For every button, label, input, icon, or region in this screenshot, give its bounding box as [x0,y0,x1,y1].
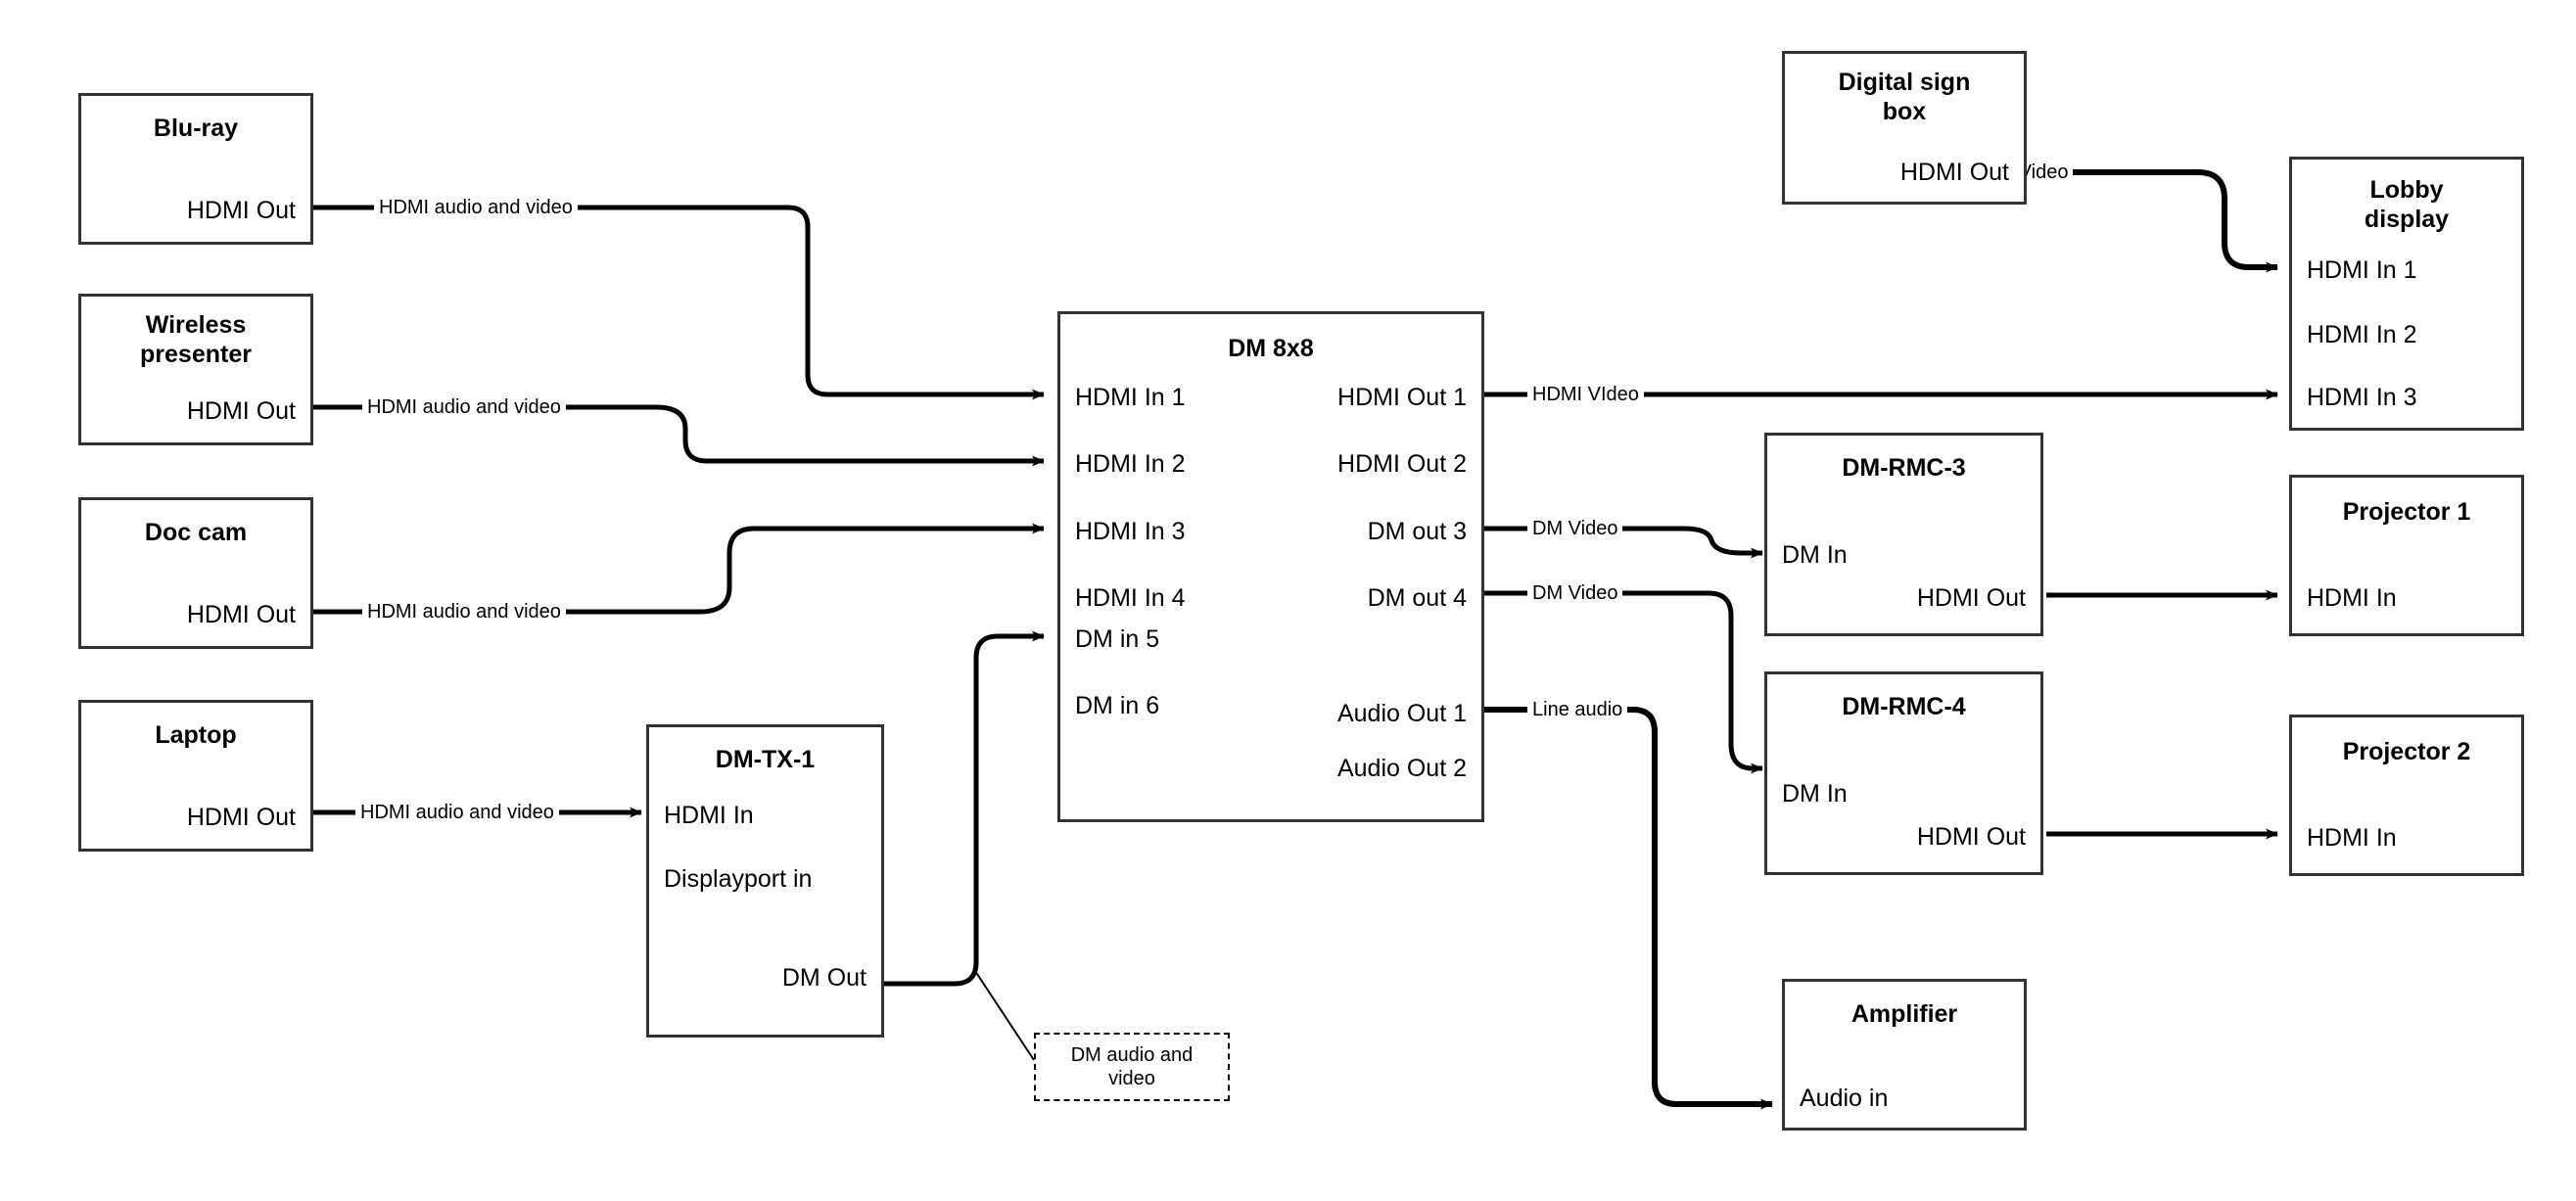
node-wireless-presenter[interactable]: Wireless presenter HDMI Out [78,294,313,445]
node-dm-tx-1-port-displayport-in[interactable]: Displayport in [664,865,813,893]
node-bluray[interactable]: Blu-ray HDMI Out [78,93,313,245]
node-dm-rmc-4-title: DM-RMC-4 [1842,693,1966,720]
node-dm-rmc-3[interactable]: DM-RMC-3 DM In HDMI Out [1764,433,2043,636]
node-dm-8x8-output-hdmi-out-2[interactable]: HDMI Out 2 [1337,450,1467,478]
node-amplifier[interactable]: Amplifier Audio in [1782,979,2027,1131]
wire-bluray-to-dm-hdmi-in-1 [313,205,1045,400]
node-dm-8x8[interactable]: DM 8x8 HDMI In 1 HDMI In 2 HDMI In 3 HDM… [1057,311,1484,822]
node-dm-8x8-title: DM 8x8 [1228,335,1314,362]
node-projector-1[interactable]: Projector 1 HDMI In [2289,475,2524,636]
node-wireless-presenter-title-line2: presenter [140,341,252,368]
node-dm-8x8-input-hdmi-in-4[interactable]: HDMI In 4 [1075,584,1186,612]
node-dm-8x8-output-audio-out-1[interactable]: Audio Out 1 [1336,700,1467,727]
wire-dm-out3-to-rmc3 [1484,526,1763,559]
node-dm-8x8-input-hdmi-in-2[interactable]: HDMI In 2 [1075,450,1186,478]
node-dm-tx-1-port-dm-out[interactable]: DM Out [781,964,866,992]
node-digital-sign-box-title-line1: Digital sign [1838,69,1971,96]
node-dm-rmc-4-port-dm-in[interactable]: DM In [1782,780,1848,808]
node-dm-tx-1-port-hdmi-in[interactable]: HDMI In [664,802,754,829]
node-laptop[interactable]: Laptop HDMI Out [78,700,313,852]
edge-label-laptop-to-tx: HDMI audio and video [355,802,559,823]
node-wireless-presenter-title-line1: Wireless [145,311,247,339]
node-dm-8x8-output-hdmi-out-1[interactable]: HDMI Out 1 [1337,384,1467,411]
node-dm-rmc-3-title: DM-RMC-3 [1842,454,1966,482]
edge-label-bluray-to-dm: HDMI audio and video [374,197,578,218]
node-laptop-port-hdmi-out[interactable]: HDMI Out [186,804,296,831]
node-lobby-display-port-hdmi-in-2[interactable]: HDMI In 2 [2307,321,2417,348]
wire-dmtx1-to-dm-in-5 [881,630,1045,987]
node-lobby-display[interactable]: Lobby display HDMI In 1 HDMI In 2 HDMI I… [2289,157,2524,431]
node-dm-8x8-input-dm-in-6[interactable]: DM in 6 [1075,692,1160,719]
edge-label-audioout1-to-amp: Line audio [1527,699,1628,720]
node-digital-sign-box-port-hdmi-out[interactable]: HDMI Out [1899,159,2009,186]
note-dm-audio-and-video: DM audio and video [1034,1033,1230,1101]
node-lobby-display-port-hdmi-in-1[interactable]: HDMI In 1 [2307,256,2417,284]
edge-label-dmout3-to-rmc3: DM Video [1527,518,1623,539]
node-dm-rmc-3-port-hdmi-out[interactable]: HDMI Out [1916,584,2026,612]
node-dm-8x8-input-hdmi-in-1[interactable]: HDMI In 1 [1075,384,1186,411]
edge-label-hdmiout1-to-lobby: HDMI VIdeo [1527,384,1644,405]
node-dm-8x8-output-dm-out-3[interactable]: DM out 3 [1367,518,1467,545]
node-dm-rmc-3-port-dm-in[interactable]: DM In [1782,541,1848,569]
wire-dm-out4-to-rmc4 [1484,590,1763,774]
note-dm-audio-and-video-text: DM audio and video [1036,1043,1228,1090]
node-projector-2[interactable]: Projector 2 HDMI In [2289,715,2524,876]
node-dm-rmc-4[interactable]: DM-RMC-4 DM In HDMI Out [1764,671,2043,875]
wire-doccam-to-dm-hdmi-in-3 [313,523,1045,615]
node-dm-8x8-input-dm-in-5[interactable]: DM in 5 [1075,625,1160,653]
node-lobby-display-title-line1: Lobby [2369,176,2444,204]
edge-label-doccam-to-dm: HDMI audio and video [362,601,566,623]
leader-line-dm-note [974,970,1035,1061]
wire-wireless-to-dm-hdmi-in-2 [313,404,1045,467]
node-digital-sign-box[interactable]: Digital sign box HDMI Out [1782,51,2027,205]
node-laptop-title: Laptop [155,721,237,749]
node-projector-1-title: Projector 1 [2342,498,2471,526]
node-doc-cam[interactable]: Doc cam HDMI Out [78,497,313,649]
edge-label-dmout4-to-rmc4: DM Video [1527,582,1623,604]
node-dm-8x8-input-hdmi-in-3[interactable]: HDMI In 3 [1075,518,1186,545]
note-line-1: DM audio and [1070,1044,1194,1066]
node-projector-1-port-hdmi-in[interactable]: HDMI In [2307,584,2397,612]
node-dm-8x8-output-dm-out-4[interactable]: DM out 4 [1367,584,1467,612]
node-lobby-display-title-line2: display [2364,206,2450,233]
node-doc-cam-port-hdmi-out[interactable]: HDMI Out [186,601,296,628]
node-lobby-display-port-hdmi-in-3[interactable]: HDMI In 3 [2307,384,2417,411]
node-projector-2-title: Projector 2 [2342,738,2471,765]
node-digital-sign-box-title-line2: box [1882,98,1927,125]
node-bluray-port-hdmi-out[interactable]: HDMI Out [186,197,296,224]
node-dm-rmc-4-port-hdmi-out[interactable]: HDMI Out [1916,823,2026,851]
node-dm-tx-1-title: DM-TX-1 [715,746,816,773]
node-doc-cam-title: Doc cam [144,519,248,546]
note-line-2: video [1108,1068,1155,1089]
wire-dm-audioout1-to-amplifier [1484,707,1773,1110]
node-dm-8x8-output-audio-out-2[interactable]: Audio Out 2 [1336,755,1467,782]
node-dm-tx-1[interactable]: DM-TX-1 HDMI In Displayport in DM Out [646,724,884,1038]
edge-label-wireless-to-dm: HDMI audio and video [362,396,566,418]
node-wireless-presenter-port-hdmi-out[interactable]: HDMI Out [186,397,296,425]
wire-digitalsign-to-lobby-hdmi-in-1 [1899,169,2278,273]
node-amplifier-title: Amplifier [1850,1000,1958,1028]
node-projector-2-port-hdmi-in[interactable]: HDMI In [2307,824,2397,852]
node-bluray-title: Blu-ray [153,115,239,142]
node-amplifier-port-audio-in[interactable]: Audio in [1800,1085,1889,1112]
